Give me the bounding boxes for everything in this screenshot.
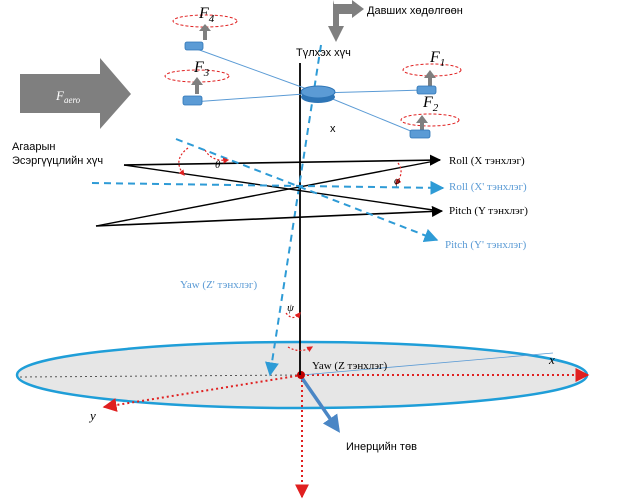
label-psi: ψ bbox=[287, 302, 294, 314]
rotor-f4 bbox=[172, 14, 238, 51]
label-yaw-z-prime: Yaw (Z' тэнхлэг) bbox=[180, 279, 257, 291]
rotor-f3 bbox=[164, 69, 230, 106]
label-yaw-z: Yaw (Z тэнхлэг) bbox=[312, 360, 387, 372]
x-axis bbox=[123, 154, 442, 166]
axis-extra-2 bbox=[95, 159, 441, 227]
psi-arc bbox=[285, 312, 301, 319]
arm-to-f4 bbox=[193, 47, 319, 94]
label-roll-x: Roll (X тэнхлэг) bbox=[449, 155, 525, 167]
label-pitch-y-prime: Pitch (Y' тэнхлэг) bbox=[445, 239, 527, 251]
label-center-x: x bbox=[330, 123, 336, 135]
theta-arc bbox=[204, 149, 230, 164]
plane-diag-line bbox=[301, 352, 554, 376]
label-plane-x: x bbox=[548, 352, 555, 367]
plane-y-axis bbox=[102, 374, 303, 412]
f-aero-arrow bbox=[20, 58, 131, 129]
y-prime-axis bbox=[175, 138, 439, 242]
label-f4: F4 bbox=[198, 5, 215, 25]
inertia-center-dot bbox=[297, 371, 305, 379]
arm-to-f1 bbox=[317, 89, 425, 94]
label-f3: F3 bbox=[193, 59, 210, 79]
axis-extra-1 bbox=[123, 164, 441, 212]
body-disc bbox=[300, 85, 336, 99]
headwind-arrow bbox=[328, 0, 364, 42]
yaw-arc bbox=[287, 346, 314, 353]
inertia-arrow bbox=[300, 377, 340, 433]
label-roll-x-prime: Roll (X' тэнхлэг) bbox=[449, 181, 527, 193]
label-inertia: Инерцийн төв bbox=[346, 441, 417, 453]
label-phi: φ bbox=[394, 175, 400, 187]
label-headwind: Давших хөдөлгөөн bbox=[367, 5, 463, 17]
roll-arc-left bbox=[178, 147, 189, 176]
y-axis bbox=[95, 205, 444, 227]
z-prime-axis bbox=[265, 44, 322, 377]
plane-x-axis-left bbox=[19, 374, 303, 378]
label-f2: F2 bbox=[422, 94, 439, 114]
label-f-aero: Faero bbox=[55, 88, 81, 105]
rotor-f2 bbox=[400, 113, 460, 139]
phi-arc bbox=[395, 162, 402, 185]
x-prime-axis bbox=[91, 180, 445, 195]
rotor-f1 bbox=[402, 63, 462, 95]
arm-to-f3 bbox=[191, 92, 319, 103]
label-pitch-y: Pitch (Y тэнхлэг) bbox=[449, 205, 528, 217]
arm-to-f2 bbox=[317, 92, 419, 135]
label-theta: θ bbox=[215, 159, 221, 171]
label-drag-2: Эсэргүүцлийн хүч bbox=[12, 155, 103, 167]
label-thrust: Түлхэх хүч bbox=[296, 47, 351, 59]
label-f1: F1 bbox=[429, 49, 445, 69]
label-plane-y: y bbox=[88, 408, 96, 423]
label-drag-1: Агаарын bbox=[12, 141, 55, 153]
